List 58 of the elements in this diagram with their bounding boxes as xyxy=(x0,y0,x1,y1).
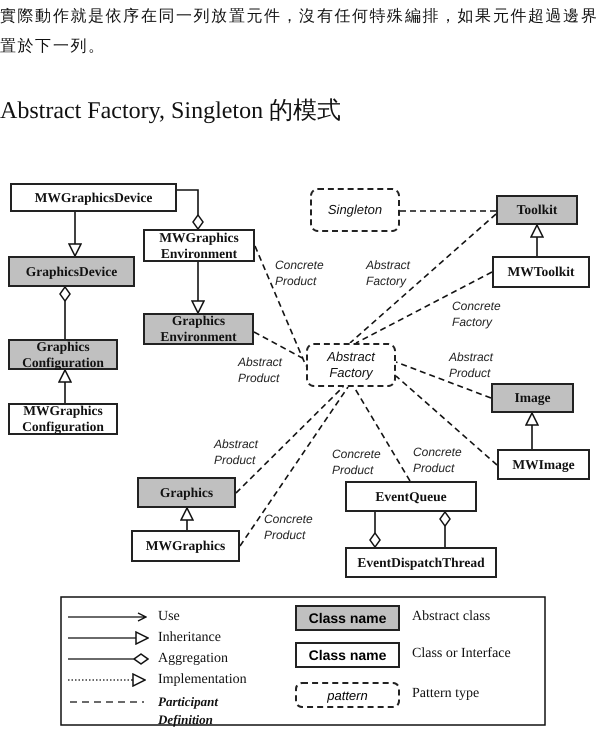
aggregation-line xyxy=(59,286,71,339)
aggregation-line xyxy=(177,189,204,230)
edge-label: Abstract Product xyxy=(449,349,494,381)
abstract-class-sample: Class name xyxy=(295,605,400,631)
pattern-sample: pattern xyxy=(295,682,400,708)
dashed-line xyxy=(254,246,307,366)
dashed-line xyxy=(395,375,498,466)
class-box: MWGraphics Environment xyxy=(143,229,255,262)
class-box: MWToolkit xyxy=(492,256,590,288)
dashed-line xyxy=(353,386,411,482)
inheritance-arrow xyxy=(525,412,539,449)
legend-text: Abstract class xyxy=(412,608,490,626)
inheritance-arrow xyxy=(68,212,82,257)
abstract-class-box: Graphics Environment xyxy=(143,313,254,345)
edge-label: Abstract Product xyxy=(238,354,284,386)
dashed-line xyxy=(349,213,497,344)
legend-text: Participant Definition xyxy=(158,693,220,729)
legend-text: Aggregation xyxy=(158,650,229,668)
dashed-line xyxy=(400,210,496,212)
heading: Abstract Factory, Singleton 的模式 xyxy=(0,97,342,126)
edge-label: Concrete Factory xyxy=(452,298,502,330)
edge-label: Abstract Product xyxy=(214,436,260,468)
inheritance-arrow xyxy=(191,262,205,314)
edge-label: Concrete Product xyxy=(264,511,314,543)
class-sample: Class name xyxy=(295,642,400,668)
edge-label: Concrete Product xyxy=(413,444,463,476)
class-box: MWGraphics xyxy=(131,530,240,562)
inheritance-arrow xyxy=(180,507,194,530)
dashed-line xyxy=(396,361,492,399)
pattern-box: Singleton xyxy=(310,188,400,232)
edge-label: Concrete Product xyxy=(332,446,382,478)
dashed-line xyxy=(235,386,344,494)
edge-label: Concrete Product xyxy=(275,257,325,289)
class-box: MWGraphicsDevice xyxy=(10,183,177,212)
abstract-class-box: Graphics xyxy=(137,477,236,508)
inheritance-arrow xyxy=(58,369,72,403)
dashed-line xyxy=(254,331,306,361)
legend-text: Use xyxy=(158,608,181,626)
edge-label: Abstract Factory xyxy=(366,257,412,289)
aggregation-line xyxy=(369,512,381,548)
legend-text: Implementation xyxy=(158,671,248,689)
abstract-class-box: Image xyxy=(491,383,574,413)
legend-text: Class or Interface xyxy=(412,645,511,663)
class-box: MWGraphics Configuration xyxy=(8,403,118,435)
class-box: MWImage xyxy=(497,449,590,480)
class-box: EventQueue xyxy=(345,481,477,512)
abstract-class-box: GraphicsDevice xyxy=(8,256,135,287)
inheritance-arrow xyxy=(530,224,544,256)
dashed-line xyxy=(356,271,492,344)
abstract-class-box: Graphics Configuration xyxy=(8,339,118,370)
aggregation-line xyxy=(439,511,451,547)
paragraph-text: 實際動作就是依序在同一列放置元件，沒有任何特殊編排，如果元件超過邊界置於下一列。 xyxy=(0,6,600,57)
legend-text: Pattern type xyxy=(412,685,480,703)
dashed-line xyxy=(239,386,349,546)
pattern-box: Abstract Factory xyxy=(306,343,396,387)
abstract-class-box: Toolkit xyxy=(496,195,578,225)
class-box: EventDispatchThread xyxy=(345,547,497,578)
legend-text: Inheritance xyxy=(158,629,222,647)
